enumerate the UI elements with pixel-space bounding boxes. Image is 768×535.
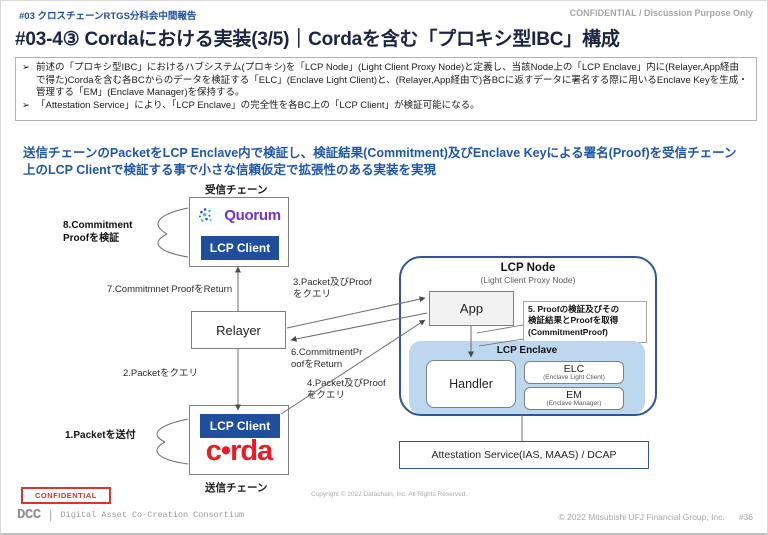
step5-callout: 5. Proofの検証及びその 検証結果とProofを取得 (Commitmen… [523,301,647,343]
dcc-logo: DCC [17,507,41,523]
step7-label: 7.Commitmnet ProofをReturn [107,284,233,295]
confidential-badge: CONFIDENTIAL [21,487,111,504]
summary-bullet: ➢ 「Attestation Service」により、「LCP Enclave」… [22,100,748,113]
dcc-branding: DCC | Digital Asset Co-Creation Consorti… [17,507,244,523]
mufg-copyright: © 2022 Mitsubishi UFJ Financial Group, I… [558,512,725,522]
receiving-chain-box: Quorum LCP Client [189,197,289,267]
step6-label: 6.CommitmentPr oofをReturn [291,347,363,371]
em-label: EM [566,388,582,401]
sending-chain-label: 送信チェーン [205,482,268,494]
bullet-marker-icon: ➢ [22,99,30,111]
relayer-box: Relayer [191,311,286,349]
step8-label: 8.Commitment Proofを検証 [63,220,133,244]
footer-rights: © 2022 Mitsubishi UFJ Financial Group, I… [558,512,753,522]
step3-label: 3.Packet及びProof をクエリ [293,277,372,301]
brace-sending-bottom [156,441,189,465]
summary-box: ➢ 前述の「プロキシ型IBC」におけるハブシステム(プロキシ)を「LCP Nod… [15,57,757,121]
attestation-service-box: Attestation Service(IAS, MAAS) / DCAP [399,441,649,469]
app-box: App [429,291,514,326]
summary-bullet-text: 前述の「プロキシ型IBC」におけるハブシステム(プロキシ)を「LCP Node」… [36,62,748,99]
lcp-client-sending: LCP Client [200,414,280,438]
quorum-wordmark: Quorum [224,206,281,224]
em-sublabel: (Enclave Manager) [546,400,602,407]
receiving-chain-label: 受信チェーン [205,184,268,196]
elc-box: ELC (Enclave Light Client) [524,361,624,384]
page-number: #36 [738,512,753,522]
step2-label: 2.Packetをクエリ [123,368,198,379]
lcp-node-title: LCP Node [500,262,556,274]
summary-bullet-text: 「Attestation Service」により、「LCP Enclave」の完… [36,99,480,111]
dcc-name: Digital Asset Co-Creation Consortium [60,510,245,520]
datachain-copyright: Copyright © 2022 Datachain, Inc. All Rig… [311,491,468,498]
summary-bullet: ➢ 前述の「プロキシ型IBC」におけるハブシステム(プロキシ)を「LCP Nod… [22,62,748,100]
brace-receiving-bottom [157,233,189,258]
quorum-dots-icon [199,208,212,222]
confidential-note: CONFIDENTIAL / Discussion Purpose Only [569,8,753,18]
brace-sending-top [156,418,189,443]
step4-label: 4.Packet及びProof をクエリ [307,378,386,402]
sending-chain-box: LCP Client c•rda [189,405,289,475]
brace-receiving-top [157,207,189,235]
page-title: #03-4③ Cordaにおける実装(3/5)｜Cordaを含む「プロキシ型IB… [15,29,620,50]
lcp-node-subtitle: (Light Client Proxy Node) [480,275,576,285]
step1-label: 1.Packetを送付 [65,430,136,441]
dcc-divider: | [46,507,55,523]
lcp-enclave-label: LCP Enclave [496,345,558,356]
bullet-marker-icon: ➢ [22,62,30,73]
quorum-logo: Quorum [190,206,288,224]
elc-sublabel: (Enclave Light Client) [543,374,605,381]
em-box: EM (Enclave Manager) [524,387,624,410]
lead-statement: 送信チェーンのPacketをLCP Enclave内で検証し、検証結果(Comm… [23,146,737,177]
corda-logo: c•rda [205,435,273,467]
lcp-client-receiving: LCP Client [201,236,279,260]
handler-box: Handler [426,360,516,408]
report-tag: #03 クロスチェーンRTGS分科会中間報告 [19,11,197,22]
elc-label: ELC [563,362,585,375]
